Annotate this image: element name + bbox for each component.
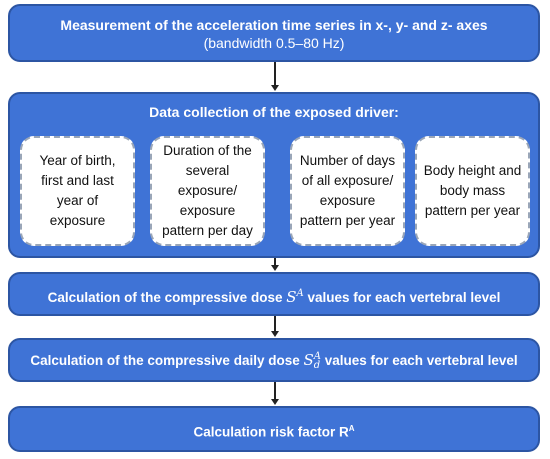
step-risk-factor-text: Calculation risk factor R [193, 424, 349, 440]
step-compressive-dose-suffix: values for each vertebral level [303, 290, 501, 305]
data-item-body-height-mass: Body height and body mass pattern per ye… [415, 136, 530, 246]
arrow-4 [271, 382, 279, 406]
dose-symbol: SA [286, 288, 304, 306]
step-daily-dose-suffix: values for each vertebral level [321, 353, 518, 368]
step-compressive-dose-prefix: Calculation of the compressive dose [47, 290, 287, 305]
arrow-1 [271, 62, 279, 92]
step-data-collection-title: Data collection of the exposed driver: [149, 104, 399, 120]
step-compressive-dose: Calculation of the compressive dose SA v… [8, 272, 540, 316]
step-daily-dose-prefix: Calculation of the compressive daily dos… [30, 353, 304, 368]
step-data-collection: Data collection of the exposed driver: Y… [8, 92, 540, 258]
step-measurement-subtitle: (bandwidth 0.5–80 Hz) [203, 35, 345, 51]
step-measurement: Measurement of the acceleration time ser… [8, 4, 540, 62]
arrow-3 [271, 316, 279, 338]
step-measurement-title: Measurement of the acceleration time ser… [60, 17, 488, 33]
data-item-birth-exposure-years: Year of birth, first and last year of ex… [20, 136, 135, 246]
step-daily-dose: Calculation of the compressive daily dos… [8, 338, 540, 382]
data-item-exposure-days: Number of days of all exposure/ exposure… [290, 136, 405, 246]
step-risk-factor: Calculation risk factor RA [8, 406, 540, 452]
data-item-exposure-duration: Duration of the several exposure/ exposu… [150, 136, 265, 246]
arrow-2 [271, 258, 279, 272]
risk-factor-superscript: A [348, 424, 355, 433]
